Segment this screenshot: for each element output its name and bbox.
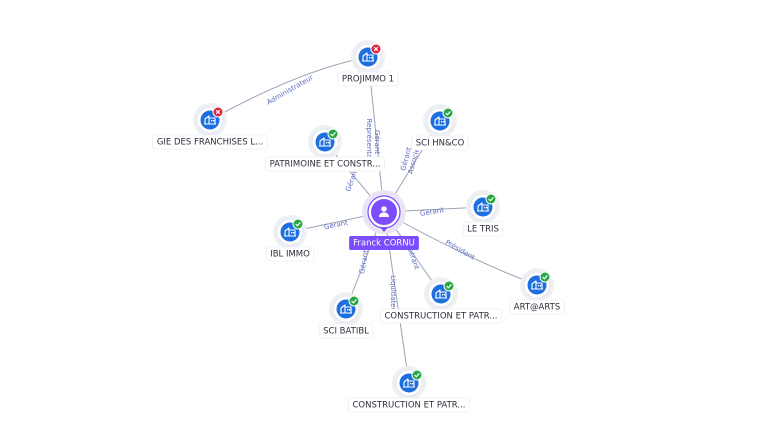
node-label: IBL IMMO xyxy=(265,246,315,262)
active-check-icon xyxy=(292,218,304,230)
node-label-box xyxy=(509,299,565,315)
node-label: CONSTRUCTION ET PATR... xyxy=(380,308,502,324)
node-label-box xyxy=(411,135,469,151)
node-label-text: CONSTRUCTION ET PATR... xyxy=(385,312,498,322)
active-check-icon xyxy=(443,280,455,292)
company-node-hnco[interactable]: SCI HN&CO xyxy=(411,104,469,151)
node-label-text: LE TRIS xyxy=(467,225,499,235)
edge-label-text: Gérant xyxy=(373,130,381,154)
node-label: PROJIMMO 1 xyxy=(337,71,399,87)
node-label-text: GIE DES FRANCHISES L... xyxy=(157,138,263,148)
node-label: LE TRIS xyxy=(462,221,504,237)
active-check-icon xyxy=(411,369,423,381)
edge-label-gie: Administrateur xyxy=(265,73,314,106)
node-label-text: PATRIMOINE ET CONSTR... xyxy=(270,160,381,170)
edge-label-text: Représentant xyxy=(365,119,373,166)
building-icon xyxy=(204,115,216,125)
node-label-text: ART@ARTS xyxy=(514,303,560,313)
person-icon xyxy=(379,206,389,217)
building-icon xyxy=(284,227,296,237)
node-label-box xyxy=(318,323,374,339)
company-node-patrimoine[interactable]: PATRIMOINE ET CONSTR... xyxy=(265,125,385,172)
edge-center-artarts xyxy=(383,211,538,286)
node-label-text: SCI HN&CO xyxy=(416,139,465,149)
edge-label-batibl: Gérant xyxy=(358,249,370,274)
edge-label-ibl: Gérant xyxy=(323,219,348,232)
company-node-tris[interactable]: LE TRIS xyxy=(462,190,504,237)
inactive-x-icon xyxy=(370,43,382,55)
node-label-text: IBL IMMO xyxy=(270,250,310,260)
edge-label-artarts: Président xyxy=(444,238,476,261)
building-icon xyxy=(362,52,374,62)
building-icon xyxy=(434,116,446,126)
node-label-box xyxy=(337,71,399,87)
center-label-box xyxy=(349,236,419,250)
company-node-ibl[interactable]: IBL IMMO xyxy=(265,215,315,262)
center-label: Franck CORNU xyxy=(349,236,419,250)
company-node-construction2[interactable]: CONSTRUCTION ET PATR... xyxy=(348,366,470,413)
node-label-box xyxy=(380,308,502,324)
building-icon xyxy=(319,137,331,147)
edge-label-text: Gérant xyxy=(323,219,348,232)
node-label: GIE DES FRANCHISES L... xyxy=(152,134,268,150)
edge-label-text: Gérant xyxy=(419,206,444,218)
node-label: PATRIMOINE ET CONSTR... xyxy=(265,156,385,172)
nodes-layer: PROJIMMO 1 GIE DES FRANCHISES L... PATRIMO… xyxy=(152,40,565,413)
node-label-text: SCI BATIBL xyxy=(323,327,369,337)
company-node-construction1[interactable]: CONSTRUCTION ET PATR... xyxy=(380,277,502,324)
edge-label-tris: Gérant xyxy=(419,206,444,218)
active-check-icon xyxy=(348,295,360,307)
edge-label-text: Liquidateur xyxy=(389,275,397,315)
node-label: CONSTRUCTION ET PATR... xyxy=(348,397,470,413)
node-label-box xyxy=(265,246,315,262)
node-label-box xyxy=(348,397,470,413)
active-check-icon xyxy=(485,193,497,205)
edge-label-text: Gérant xyxy=(358,249,370,274)
edge-label-text: Président xyxy=(444,238,476,261)
active-check-icon xyxy=(442,107,454,119)
edge-label-construction2: Liquidateur xyxy=(389,275,397,315)
node-label: ART@ARTS xyxy=(509,299,565,315)
inactive-x-icon xyxy=(212,106,224,118)
node-label: SCI HN&CO xyxy=(411,135,469,151)
node-label-box xyxy=(152,134,268,150)
active-check-icon xyxy=(327,128,339,140)
building-icon xyxy=(531,280,543,290)
company-node-batibl[interactable]: SCI BATIBL xyxy=(318,292,374,339)
center-pointer xyxy=(380,227,388,232)
center-disc xyxy=(371,199,397,225)
edge-label-text: Administrateur xyxy=(265,73,314,106)
building-icon xyxy=(435,289,447,299)
node-label-box xyxy=(265,156,385,172)
node-label-text: CONSTRUCTION ET PATR... xyxy=(353,401,466,411)
building-icon xyxy=(403,378,415,388)
node-label: SCI BATIBL xyxy=(318,323,374,339)
building-icon xyxy=(340,304,352,314)
node-label-box xyxy=(462,221,504,237)
center-label-text: Franck CORNU xyxy=(353,239,415,249)
company-node-projimmo[interactable]: PROJIMMO 1 xyxy=(337,40,399,87)
active-check-icon xyxy=(539,271,551,283)
node-label-text: PROJIMMO 1 xyxy=(342,75,394,85)
company-node-gie[interactable]: GIE DES FRANCHISES L... xyxy=(152,103,268,150)
center-node[interactable]: Franck CORNU xyxy=(349,190,419,250)
company-node-artarts[interactable]: ART@ARTS xyxy=(509,268,565,315)
building-icon xyxy=(477,202,489,212)
